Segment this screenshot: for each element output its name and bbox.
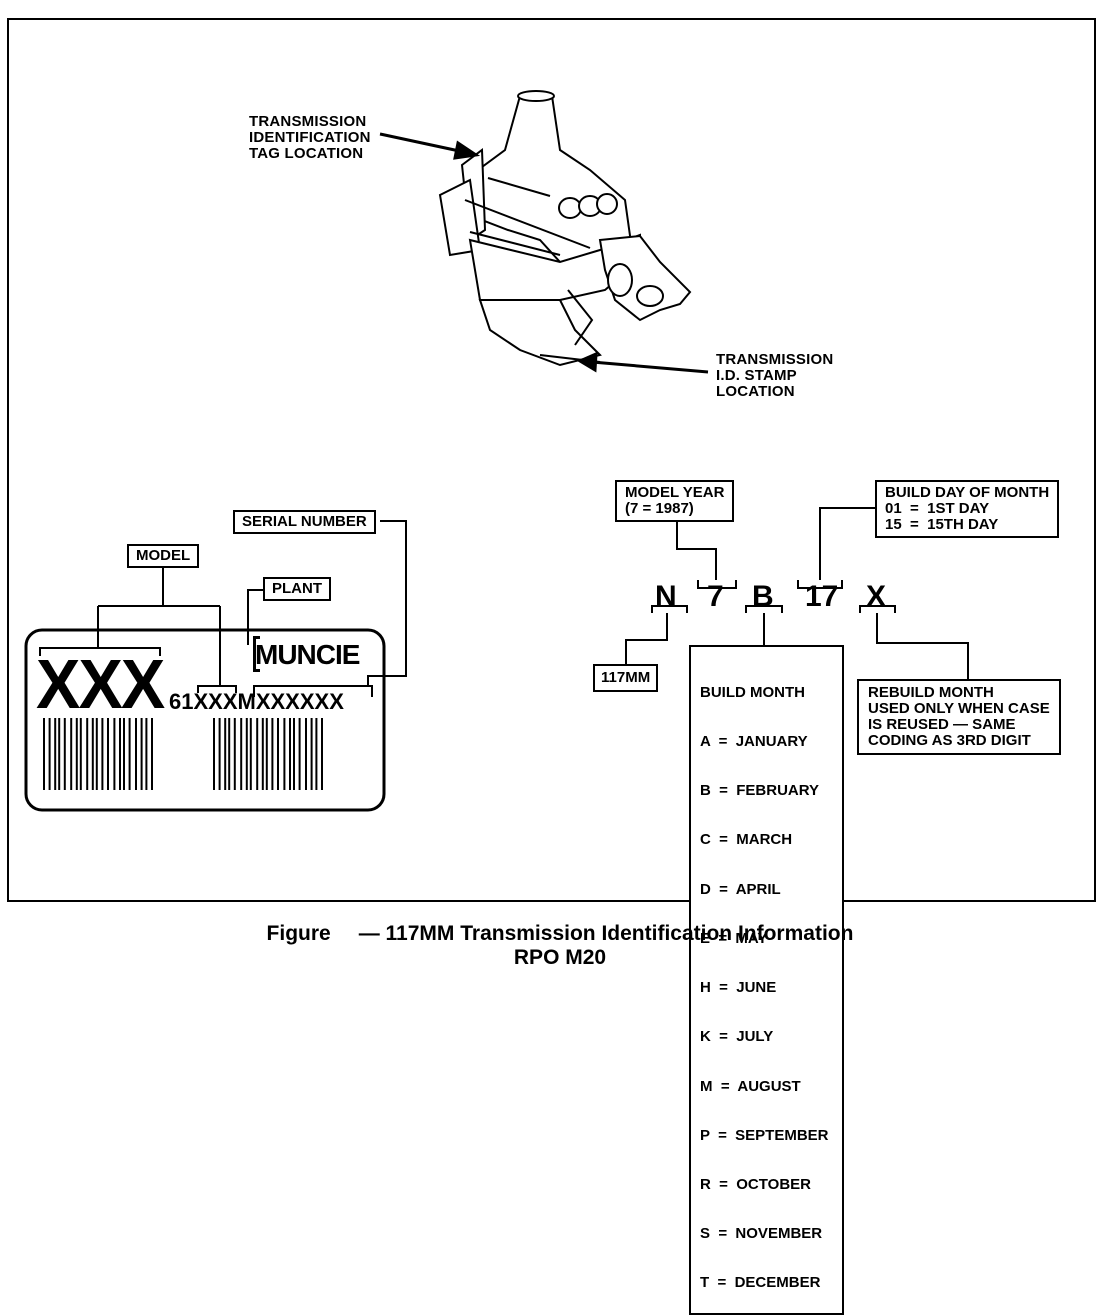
decode-leader-lines [625, 507, 969, 679]
model-name-box: 117MM [593, 664, 659, 692]
diagram-lines [24, 90, 969, 812]
build-month-row: B = FEBRUARY [700, 782, 820, 800]
plant-name: MUNCIE [255, 639, 360, 670]
id-plate [24, 628, 386, 812]
build-month-row: H = JUNE [700, 979, 777, 997]
serial-code: 61XXXMXXXXXX [169, 689, 344, 714]
build-month-row: E = MAY [700, 929, 768, 947]
caption-subtitle: RPO M20 [513, 946, 607, 969]
barcode [43, 718, 323, 790]
model-code: XXX [36, 645, 165, 723]
build-day-box: BUILD DAY OF MONTH 01 = 1ST DAY 15 = 15T… [875, 480, 1060, 538]
build-month-row: P = SEPTEMBER [700, 1126, 829, 1144]
build-month-title: BUILD MONTH [700, 683, 805, 701]
build-month-row: C = MARCH [700, 831, 793, 849]
build-month-row: R = OCTOBER [700, 1176, 811, 1193]
caption-title: — 117MM Transmission Identification Info… [358, 922, 854, 945]
tag-location-label: TRANSMISSION IDENTIFICATION TAG LOCATION [249, 113, 371, 162]
model-year-box: MODEL YEAR (7 = 1987) [615, 480, 735, 522]
plant-label: PLANT [263, 577, 331, 601]
build-month-box: BUILD MONTH A = JANUARY B = FEBRUARY C =… [689, 645, 844, 1315]
figure-frame [7, 18, 1096, 902]
digit-3: B [752, 580, 774, 613]
stamp-location-label: TRANSMISSION I.D. STAMP LOCATION [716, 351, 834, 400]
model-label: MODEL [127, 544, 200, 568]
build-month-row: S = NOVEMBER [700, 1225, 823, 1243]
build-month-row: T = DECEMBER [700, 1274, 821, 1292]
build-month-row: M = AUGUST [700, 1077, 801, 1095]
plant-bracket [253, 636, 260, 672]
digit-2: 7 [707, 580, 724, 613]
digit-5: X [866, 580, 887, 613]
digit-1: N [655, 580, 677, 613]
caption-figure-word: Figure [266, 922, 331, 945]
digit-4: 17 [805, 580, 839, 613]
callout-arrows [379, 132, 709, 374]
build-month-row: K = JULY [700, 1028, 774, 1046]
plate-leader-lines [39, 520, 407, 697]
build-month-row: D = APRIL [700, 880, 781, 898]
transmission-illustration [438, 90, 692, 367]
build-month-row: A = JANUARY [700, 733, 808, 751]
serial-number-label: SERIAL NUMBER [233, 510, 376, 534]
figure-caption: Figure — 117MM Transmission Identificatio… [0, 922, 1120, 946]
rebuild-month-box: REBUILD MONTH USED ONLY WHEN CASE IS REU… [857, 679, 1061, 755]
